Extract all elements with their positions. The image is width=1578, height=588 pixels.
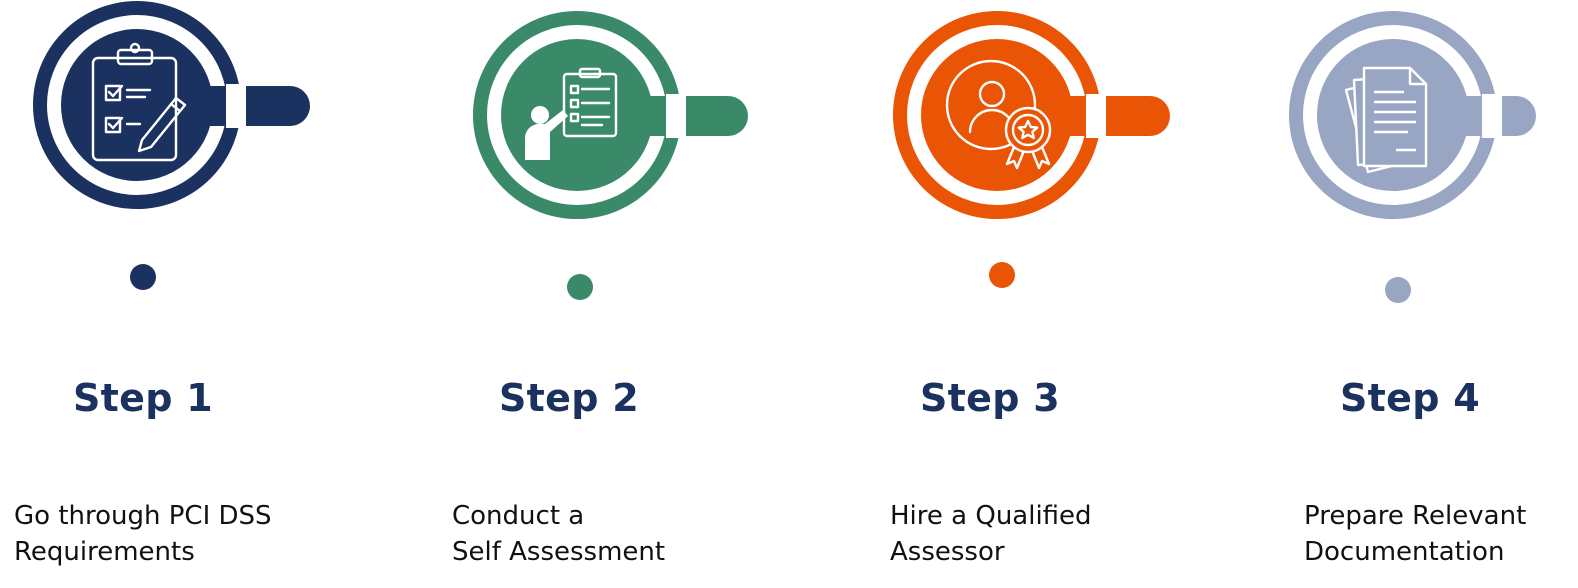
step-3-marker-dot	[989, 262, 1015, 288]
step-4: Step 4 Prepare Relevant Documentation	[1198, 0, 1578, 588]
step-3: Step 3 Hire a Qualified Assessor	[860, 0, 1240, 588]
step-2-badge	[470, 10, 748, 230]
step-2-description-line-1: Conduct a	[452, 501, 585, 531]
step-3-description-line-2: Assessor	[890, 537, 1005, 567]
step-4-description: Prepare Relevant Documentation	[1304, 498, 1578, 570]
step-1-description-line-2: Requirements	[14, 537, 195, 567]
step-1-marker-dot	[130, 264, 156, 290]
step-3-description: Hire a Qualified Assessor	[890, 498, 1190, 570]
step-4-description-line-2: Documentation	[1304, 537, 1505, 567]
step-2-description: Conduct a Self Assessment	[452, 498, 752, 570]
step-2-description-line-2: Self Assessment	[452, 537, 666, 567]
step-2-marker-dot	[567, 274, 593, 300]
step-2-title: Step 2	[499, 376, 639, 420]
step-1-description-line-1: Go through PCI DSS	[14, 501, 272, 531]
step-1-description: Go through PCI DSS Requirements	[14, 498, 314, 570]
step-3-badge	[890, 10, 1170, 230]
documents-icon	[1344, 66, 1428, 174]
step-1: Step 1 Go through PCI DSS Requirements	[0, 0, 380, 588]
step-4-description-line-1: Prepare Relevant	[1304, 501, 1527, 531]
step-4-title: Step 4	[1340, 376, 1480, 420]
person-presenting-checklist-icon	[562, 67, 618, 138]
step-2: Step 2 Conduct a Self Assessment	[440, 0, 820, 588]
step-3-title: Step 3	[920, 376, 1060, 420]
step-4-badge	[1286, 10, 1546, 230]
step-1-title: Step 1	[73, 376, 213, 420]
step-1-badge	[30, 0, 310, 220]
step-3-description-line-1: Hire a Qualified	[890, 501, 1092, 531]
step-4-marker-dot	[1385, 277, 1411, 303]
certified-person-icon	[945, 59, 1052, 170]
clipboard-checklist-icon	[91, 42, 187, 162]
